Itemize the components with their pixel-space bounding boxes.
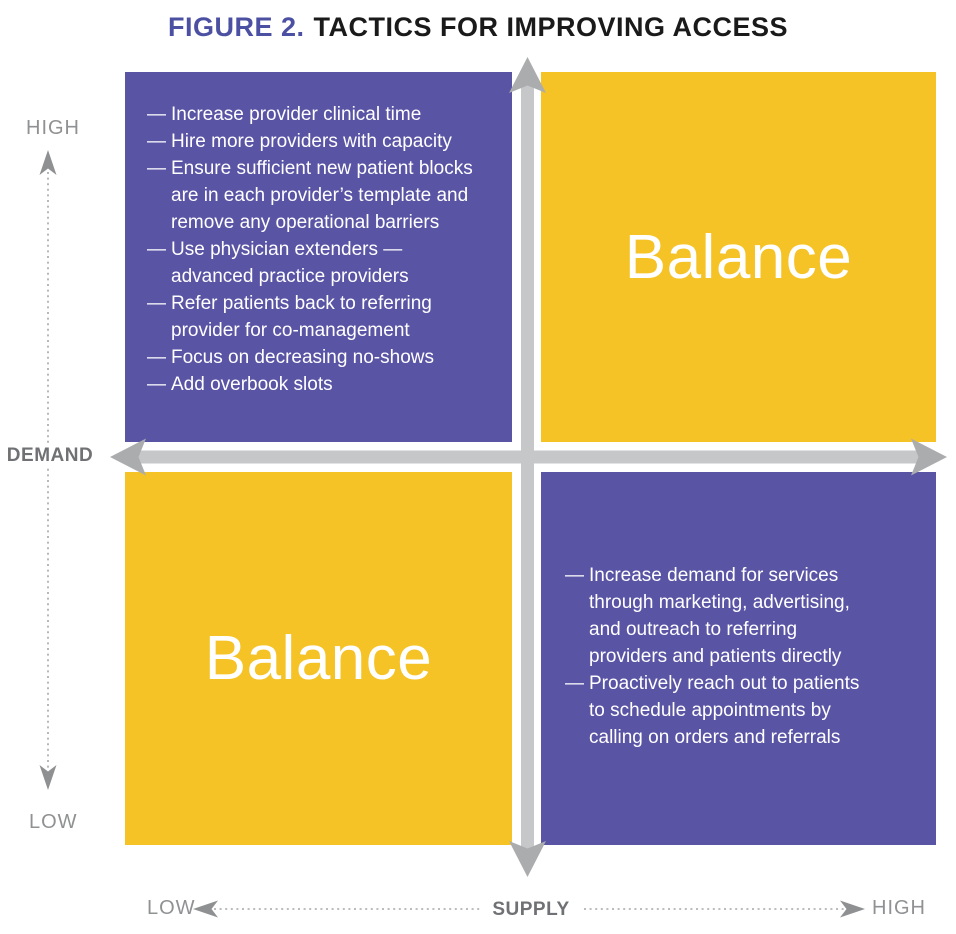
bullet-item: —Refer patients back to referring provid…	[147, 290, 506, 344]
bullet-dash: —	[565, 673, 584, 694]
cross-arrowhead-left-icon	[110, 438, 146, 476]
bullet-text: Add overbook slots	[171, 374, 333, 395]
demand-high-label: HIGH	[26, 117, 80, 139]
bullet-dash: —	[147, 239, 166, 260]
bullet-text: Refer patients back to referring provide…	[171, 293, 432, 341]
demand-arrowhead-up-icon	[39, 150, 57, 175]
bullet-text: Ensure sufficient new patient blocks are…	[171, 158, 473, 233]
quadrant-high-demand-high-supply: Balance	[541, 72, 936, 442]
supply-axis-label: SUPPLY	[488, 899, 574, 921]
supply-low-label: LOW	[147, 897, 196, 919]
supply-arrowhead-left-icon	[193, 900, 218, 918]
bullet-dash: —	[147, 131, 166, 152]
supply-tactics-list: —Increase demand for services through ma…	[541, 472, 936, 751]
demand-tactics-list: —Increase provider clinical time—Hire mo…	[125, 72, 512, 398]
bullet-dash: —	[147, 158, 166, 179]
bullet-item: —Increase provider clinical time	[147, 101, 506, 128]
supply-arrowhead-right-icon	[840, 900, 865, 918]
bullet-dash: —	[147, 104, 166, 125]
demand-arrowhead-down-icon	[39, 765, 57, 790]
cross-arrowhead-right-icon	[911, 438, 947, 476]
bullet-text: Use physician extenders — advanced pract…	[171, 239, 409, 287]
balance-label-bottom-left: Balance	[204, 624, 433, 693]
balance-label-top-right: Balance	[624, 222, 853, 292]
bullet-text: Increase demand for services through mar…	[589, 565, 850, 667]
demand-axis-label: DEMAND	[0, 445, 100, 467]
bullet-item: —Increase demand for services through ma…	[565, 562, 926, 670]
quadrant-low-demand-low-supply: Balance	[125, 472, 512, 845]
supply-high-label: HIGH	[872, 897, 926, 919]
bullet-item: —Use physician extenders — advanced prac…	[147, 236, 506, 290]
cross-arrowhead-down-icon	[509, 841, 546, 877]
bullet-item: —Add overbook slots	[147, 371, 506, 398]
bullet-item: —Ensure sufficient new patient blocks ar…	[147, 155, 506, 236]
bullet-text: Proactively reach out to patients to sch…	[589, 673, 860, 748]
bullet-dash: —	[147, 374, 166, 395]
quadrant-high-demand-low-supply: —Increase provider clinical time—Hire mo…	[125, 72, 512, 442]
demand-low-label: LOW	[29, 811, 78, 833]
bullet-text: Increase provider clinical time	[171, 104, 422, 125]
bullet-item: —Hire more providers with capacity	[147, 128, 506, 155]
figure-label: FIGURE 2.	[167, 12, 305, 42]
bullet-dash: —	[565, 565, 584, 586]
figure-title: FIGURE 2. TACTICS FOR IMPROVING ACCESS	[0, 12, 956, 43]
demand-axis	[39, 150, 57, 790]
bullet-dash: —	[147, 347, 166, 368]
horizontal-cross-arrow	[110, 438, 947, 476]
figure-title-text: TACTICS FOR IMPROVING ACCESS	[313, 12, 789, 42]
bullet-item: —Proactively reach out to patients to sc…	[565, 670, 926, 751]
bullet-text: Hire more providers with capacity	[171, 131, 452, 152]
bullet-text: Focus on decreasing no-shows	[171, 347, 434, 368]
quadrant-low-demand-high-supply: —Increase demand for services through ma…	[541, 472, 936, 845]
bullet-item: —Focus on decreasing no-shows	[147, 344, 506, 371]
bullet-dash: —	[147, 293, 166, 314]
